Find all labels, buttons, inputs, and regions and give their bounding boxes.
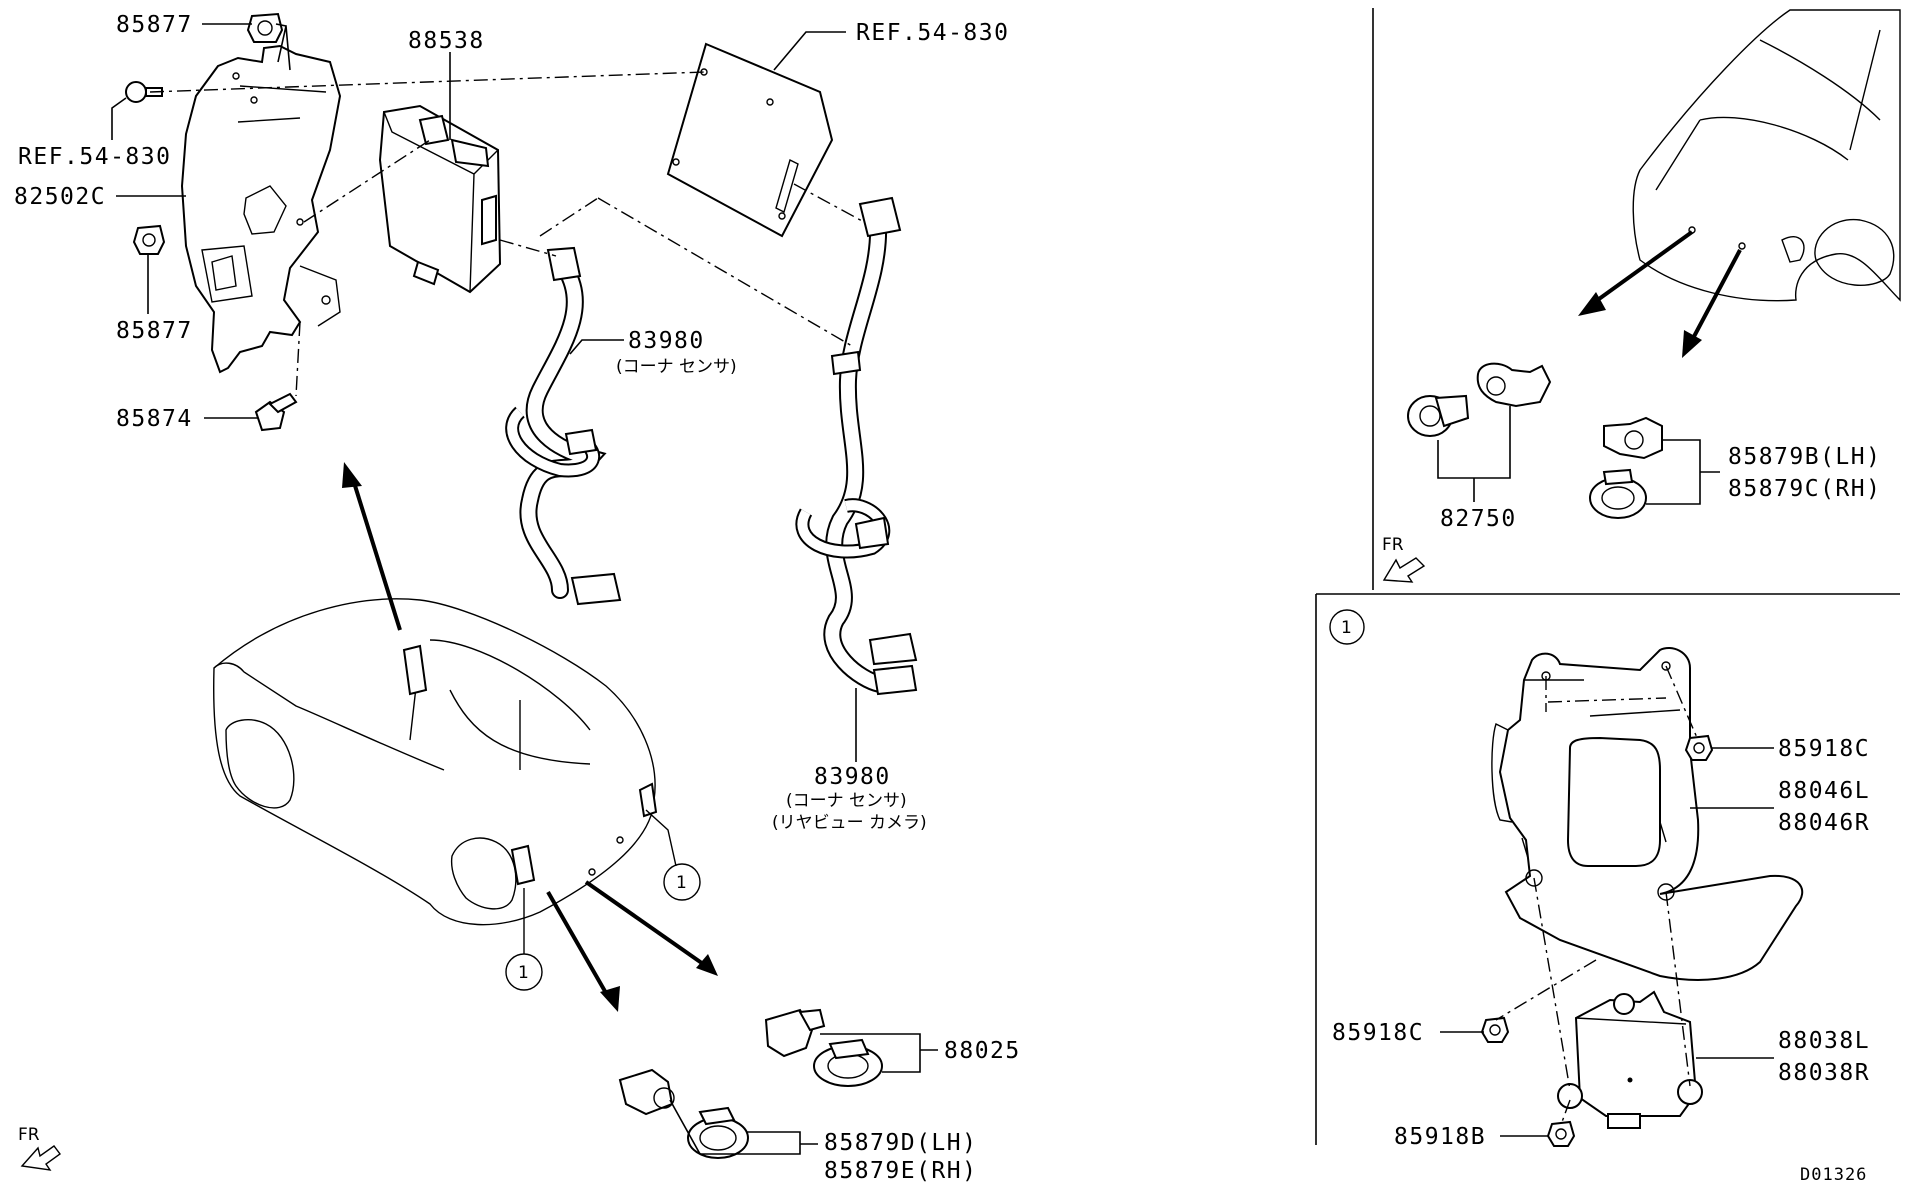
nut-85918c-top: [1684, 734, 1714, 761]
label-82750: 82750: [1440, 506, 1517, 532]
label-88538: 88538: [408, 28, 485, 54]
label-83980-a-note: (コーナ センサ): [616, 357, 737, 377]
panel-frames: [1315, 8, 1900, 1145]
leader-lines: [111, 23, 1774, 1155]
label-83980-a: 83980: [628, 328, 705, 354]
part-labels: 85877 88538 REF.54-830 REF.54-830 82502C…: [14, 12, 1881, 1185]
bracket-82502c: [180, 44, 342, 374]
diagram-code: D01326: [1800, 1165, 1867, 1185]
label-88046l: 88046L: [1778, 778, 1870, 804]
nut-85877-mid: [132, 224, 166, 255]
harness-83980-b: [795, 196, 918, 696]
arrows-left: [342, 462, 718, 1012]
label-85879e: 85879E(RH): [824, 1158, 977, 1184]
ecu-ref-54-830: [666, 42, 834, 238]
nut-85877-top: [246, 12, 284, 43]
label-88046r: 88046R: [1778, 810, 1870, 836]
label-85877-mid: 85877: [116, 318, 193, 344]
ecu-88038: [1557, 990, 1703, 1129]
label-inset-callout: 1: [1341, 618, 1352, 638]
inset-reference-lines: [1495, 665, 1699, 1123]
label-85918c-top: 85918C: [1778, 736, 1870, 762]
label-85879b: 85879B(LH): [1728, 444, 1881, 470]
label-85918c-bottom: 85918C: [1332, 1020, 1424, 1046]
vehicle-right: [1632, 9, 1901, 302]
label-callout-1a: 1: [676, 873, 687, 893]
label-83980-b: 83980: [814, 764, 891, 790]
label-88038l: 88038L: [1778, 1028, 1870, 1054]
sensor-82750: [1407, 362, 1552, 437]
label-88038r: 88038R: [1778, 1060, 1870, 1086]
label-85918b: 85918B: [1394, 1124, 1486, 1150]
inset-circle: [1329, 609, 1365, 645]
fr-arrow-right: [1382, 557, 1426, 583]
label-88025: 88025: [944, 1038, 1021, 1064]
nut-85918c-bottom: [1480, 1016, 1510, 1043]
arrows-right: [1578, 230, 1742, 358]
label-83980-b-note1: (コーナ センサ): [786, 791, 907, 811]
label-fr-left: FR: [18, 1125, 40, 1145]
sensor-85879-bc: [1589, 416, 1663, 519]
clip-ref: [125, 81, 163, 103]
sensor-85879-de: [618, 1068, 749, 1159]
label-fr-right: FR: [1382, 535, 1404, 555]
label-83980-b-note2: (リヤビュー カメラ): [772, 813, 927, 833]
label-ref-left: REF.54-830: [18, 144, 171, 170]
label-85874: 85874: [116, 406, 193, 432]
sensor-88025: [764, 1008, 883, 1087]
label-ref-top: REF.54-830: [856, 20, 1009, 46]
vehicle-left: [213, 598, 658, 926]
label-85879d: 85879D(LH): [824, 1130, 977, 1156]
nut-85918b: [1546, 1120, 1576, 1147]
label-85877-top: 85877: [116, 12, 193, 38]
reference-lines: [149, 71, 865, 397]
fr-arrow-left: [20, 1145, 61, 1171]
bracket-88046: [1491, 647, 1804, 981]
label-82502c: 82502C: [14, 184, 106, 210]
label-85879c: 85879C(RH): [1728, 476, 1881, 502]
harness-83980-a: [505, 246, 622, 606]
module-88538: [378, 104, 502, 294]
label-callout-1b: 1: [518, 963, 529, 983]
bolt-85874: [254, 392, 298, 432]
callouts-left: [505, 809, 701, 991]
